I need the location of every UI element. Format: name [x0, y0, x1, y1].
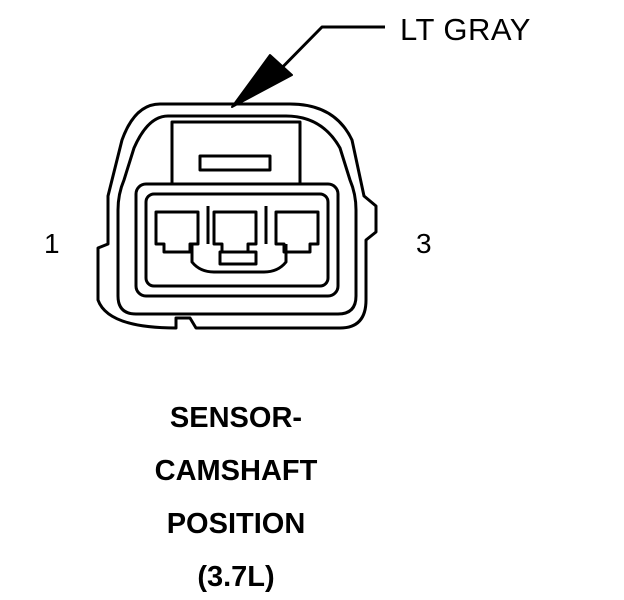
connector-inner-shell: [116, 114, 358, 316]
caption-line-3: POSITION: [166, 508, 306, 540]
caption-line-1: SENSOR-: [169, 402, 303, 434]
caption-line-2: CAMSHAFT: [154, 455, 318, 487]
pin-number-3: 3: [416, 228, 432, 259]
pin-cavity-2: [212, 210, 258, 254]
connector-outer-shell: [96, 102, 378, 330]
keying-rib: [190, 244, 288, 274]
pin-number-1: 1: [44, 228, 60, 259]
housing-face-outer: [134, 182, 340, 298]
keying-notch: [218, 250, 258, 266]
wire-color-label: LT GRAY: [400, 12, 531, 47]
caption-line-4: (3.7L): [197, 561, 275, 593]
locking-tab-slot: [198, 154, 272, 172]
housing-face-inner: [144, 192, 330, 288]
pin-cavity-1: [154, 210, 200, 254]
pin-cavity-3: [274, 210, 320, 254]
locking-tab: [170, 120, 302, 186]
callout-arrowhead: [231, 54, 293, 108]
